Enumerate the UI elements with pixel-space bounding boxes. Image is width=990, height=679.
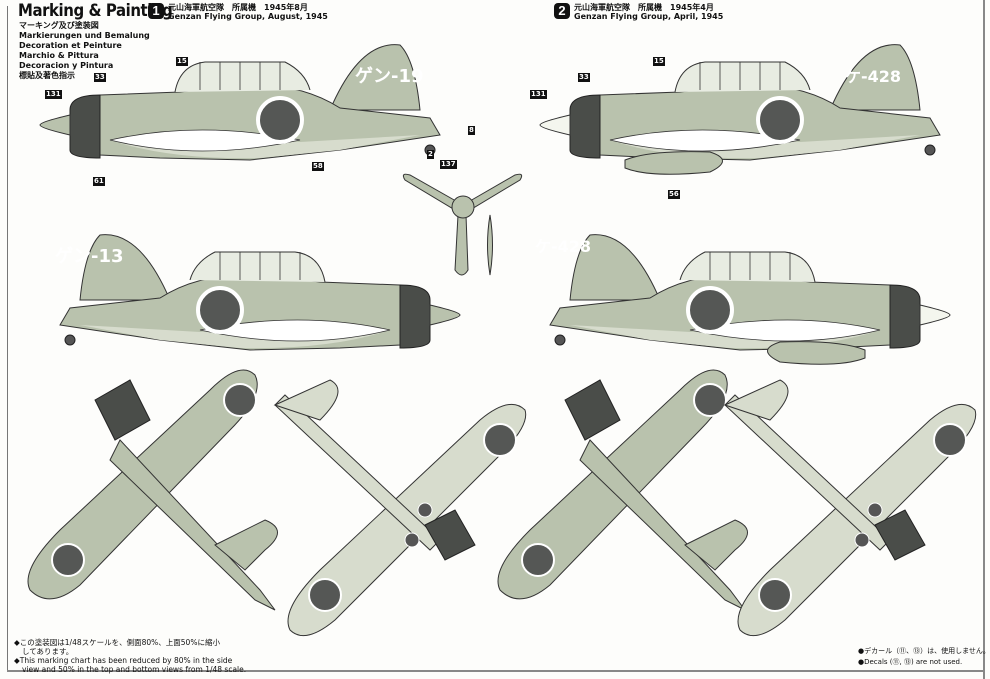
page-subtitles: マーキング及び塗装図 Markierungen und Bemalung Dec… [19, 21, 150, 81]
subtitle-fr: Decoration et Peinture [19, 41, 122, 50]
page-border-left [7, 6, 8, 670]
scheme-2-bottom-view [723, 379, 977, 637]
scale-note-en-2: view and 50% in the top and bottom views… [22, 665, 247, 674]
subtitle-jp: マーキング及び塗装図 [19, 21, 99, 30]
scheme-2-top-view [497, 369, 748, 611]
scale-note-jp-2: してあります。 [22, 647, 74, 656]
page-border-right [983, 0, 985, 679]
scheme-2-tail-code: ケ-428 [845, 67, 901, 86]
page-title: Marking & Painting [18, 1, 173, 21]
callout-8: 8 [468, 126, 475, 135]
scale-note-en-1: ◆This marking chart has been reduced by … [14, 656, 233, 665]
scheme-1-top-view [27, 369, 278, 611]
callout-61: 61 [93, 177, 105, 186]
scheme-2-side-view-right [548, 232, 951, 365]
scheme-1-bottom-view [273, 379, 527, 637]
scheme-1-header: 1 元山海軍航空隊 所属機 1945年8月 Genzan Flying Grou… [148, 3, 328, 21]
callout-56-s2: 56 [668, 190, 680, 199]
subtitle-cn: 標貼及著色指示 [19, 71, 75, 80]
callout-2: 2 [427, 150, 434, 159]
propeller-detail [402, 173, 523, 276]
callout-33: 33 [94, 73, 106, 82]
scheme-2-jp: 元山海軍航空隊 所属機 1945年4月 [574, 3, 714, 12]
decals-note-en: ●Decals (⑪, ⑬) are not used. [858, 658, 963, 666]
scheme-2-side-view-left: ケ-428 [539, 42, 942, 175]
scheme-1-tail-code: ゲン-19 [355, 65, 424, 87]
scheme-2-tail-code-right: ケ-428 [535, 237, 591, 256]
scheme-1-number-badge: 1 [148, 3, 164, 19]
decals-note: ●デカール（⑪、⑬）は、使用しません。 ●Decals (⑪, ⑬) are n… [858, 646, 990, 668]
callout-58: 58 [312, 162, 324, 171]
scheme-1-jp: 元山海軍航空隊 所属機 1945年8月 [168, 3, 308, 12]
scheme-1-side-view-left: ゲン-19 [39, 42, 442, 162]
callout-131: 131 [45, 90, 62, 99]
decals-note-jp: ●デカール（⑪、⑬）は、使用しません。 [858, 647, 990, 655]
subtitle-it: Marchio & Pittura [19, 51, 99, 60]
scheme-2-header: 2 元山海軍航空隊 所属機 1945年4月 Genzan Flying Grou… [554, 3, 723, 21]
scheme-2-number-badge: 2 [554, 3, 570, 19]
callout-15-s2: 15 [653, 57, 665, 66]
callout-137: 137 [440, 160, 457, 169]
scheme-1-tail-code-right: ゲン-13 [55, 245, 124, 267]
subtitle-es: Decoracion y Pintura [19, 61, 114, 70]
scheme-1-en: Genzan Flying Group, August, 1945 [168, 12, 328, 21]
scale-note: ◆この塗装図は1/48スケールを、側面80%、上面50%に縮小 してあります。 … [14, 638, 246, 674]
callout-33-s2: 33 [578, 73, 590, 82]
scale-note-jp-1: ◆この塗装図は1/48スケールを、側面80%、上面50%に縮小 [14, 638, 220, 647]
subtitle-de: Markierungen und Bemalung [19, 31, 150, 40]
page-border-bottom [7, 670, 985, 672]
callout-15: 15 [176, 57, 188, 66]
callout-131-s2: 131 [530, 90, 547, 99]
scheme-2-en: Genzan Flying Group, April, 1945 [574, 12, 724, 21]
